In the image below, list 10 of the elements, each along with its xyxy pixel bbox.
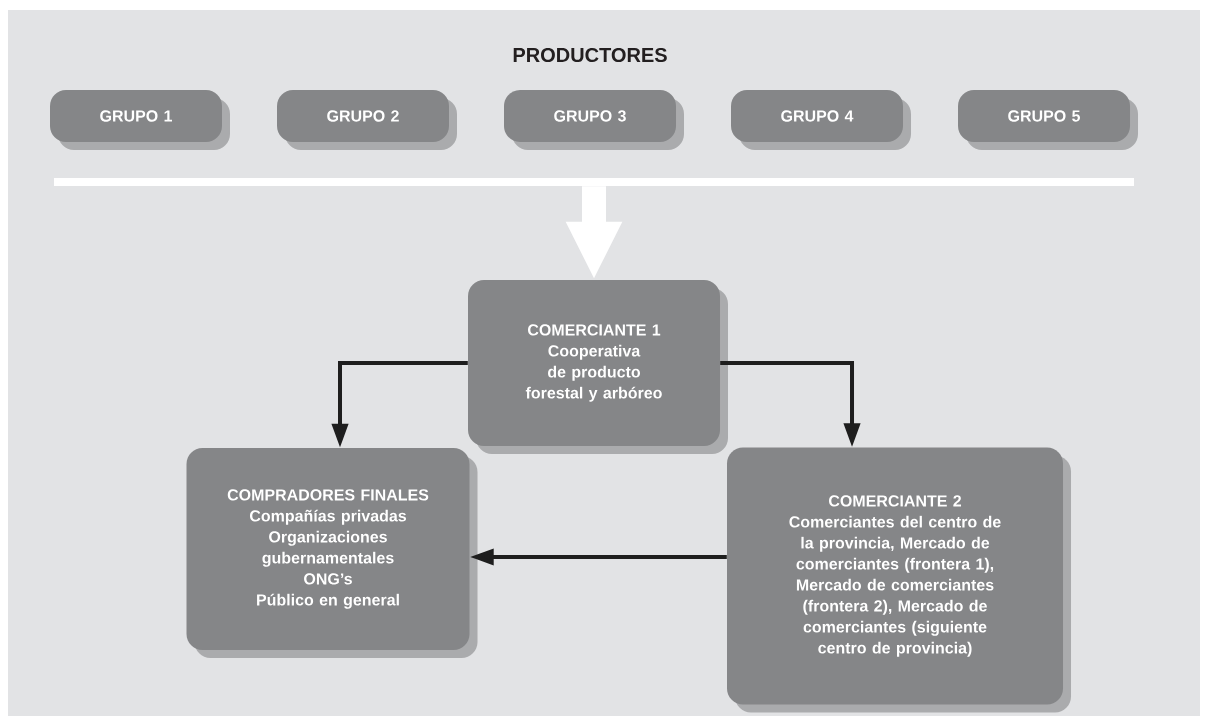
process-box: COMERCIANTE 1 Cooperativa de producto forestal y arbóreo (468, 280, 728, 454)
process-box: GRUPO 5 (958, 90, 1138, 150)
process-box: COMPRADORES FINALES Compañías privadas Organizaciones gubernamentales ONG’s Público en general (186, 448, 478, 658)
process-box: GRUPO 3 (504, 90, 684, 150)
process-box: COMERCIANTE 2 Comerciantes del centro de la provincia, Mercado de comerciantes (frontera 1), Mercado de comerciantes (frontera 2), Mercado de comerciantes (siguiente centro de provincia) (727, 447, 1071, 713)
process-box: GRUPO 4 (731, 90, 911, 150)
process-box: GRUPO 1 (50, 90, 230, 150)
divider-bar (54, 178, 1134, 186)
title: PRODUCTORES (513, 47, 667, 63)
process-box: GRUPO 2 (277, 90, 457, 150)
